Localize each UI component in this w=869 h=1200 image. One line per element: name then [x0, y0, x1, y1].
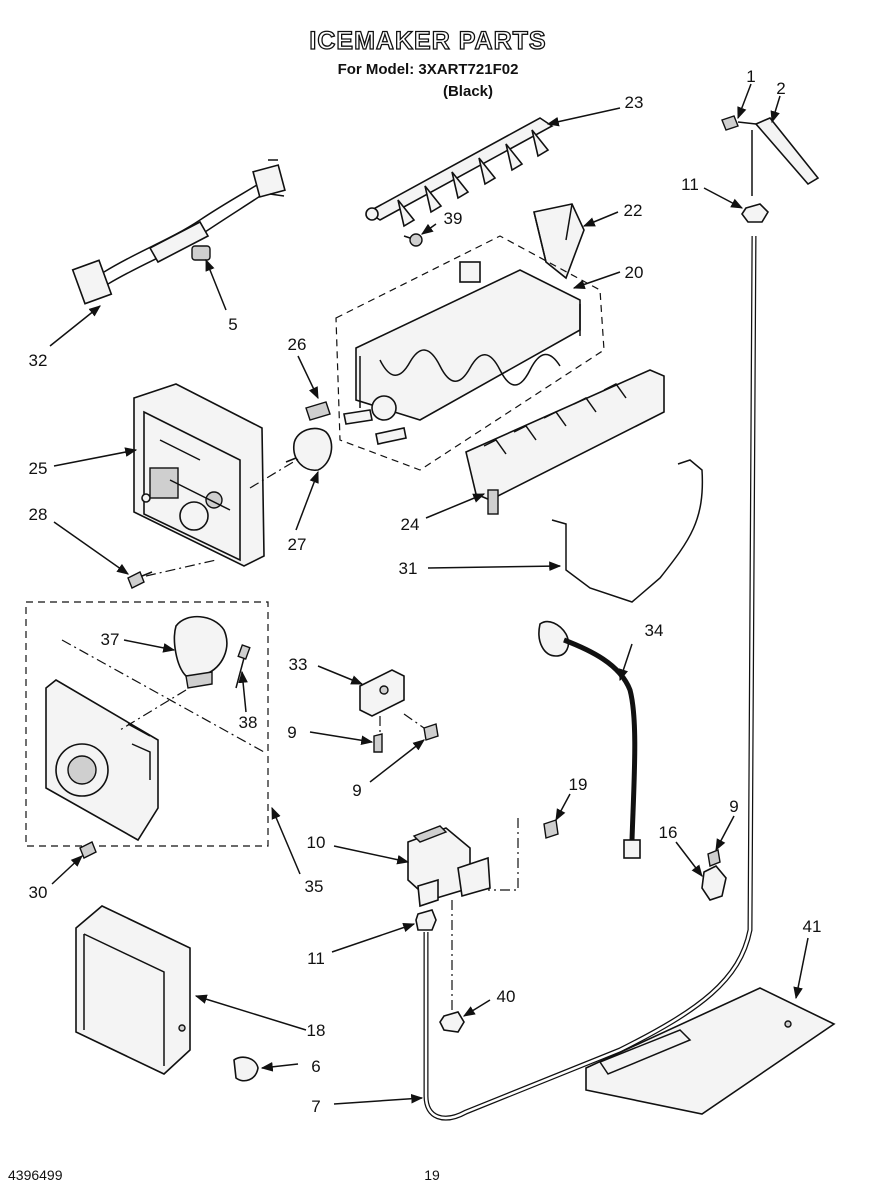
callout-33: 33 — [289, 655, 308, 674]
callout-19: 19 — [569, 775, 588, 794]
screw-part-28 — [127, 571, 153, 589]
callout-1: 1 — [746, 67, 755, 86]
assembly-line-33 — [379, 713, 425, 734]
model-number-line: For Model: 3XART721F02 — [338, 61, 519, 78]
callout-30: 30 — [29, 883, 48, 902]
callout-7: 7 — [311, 1097, 320, 1116]
callout-9-c: 9 — [729, 797, 738, 816]
page-number: 19 — [424, 1167, 440, 1183]
nut-part-40 — [439, 1011, 465, 1033]
module-housing-part-25 — [133, 383, 265, 567]
color-line: (Black) — [443, 83, 493, 100]
callout-23: 23 — [625, 93, 644, 112]
callout-11-upper: 11 — [681, 175, 699, 194]
clamp-part-16 — [701, 865, 727, 901]
callout-5: 5 — [228, 315, 237, 334]
assembly-line-37 — [119, 689, 187, 731]
callout-40: 40 — [497, 987, 516, 1006]
screw-part-39 — [403, 233, 423, 247]
callout-38: 38 — [239, 713, 258, 732]
callout-20: 20 — [625, 263, 644, 282]
screw-part-9-c — [707, 849, 721, 867]
fill-cup-part-22 — [533, 203, 585, 280]
assembly-line-19 — [488, 818, 519, 891]
assembly-line-28 — [145, 559, 217, 577]
page-title: ICEMAKER PARTS — [309, 27, 546, 55]
clip-part-5 — [191, 245, 211, 261]
module-assembly-box-35 — [25, 601, 269, 847]
wire-harness-part-34 — [538, 620, 641, 859]
water-tube-part-7 — [423, 235, 757, 1121]
callout-35: 35 — [305, 877, 324, 896]
callout-16: 16 — [659, 823, 678, 842]
ejector-part-23 — [365, 117, 554, 228]
stripper-part-24 — [465, 369, 665, 515]
callout-28: 28 — [29, 505, 48, 524]
document-number: 4396499 — [8, 1167, 63, 1183]
callout-2: 2 — [776, 79, 785, 98]
shutoff-arm-part-31 — [551, 459, 704, 603]
water-valve-part-10 — [407, 825, 491, 908]
nut-part-11-lower — [415, 909, 437, 931]
mold-heater-part-26 — [305, 401, 331, 421]
thermostat-part-27 — [285, 427, 333, 471]
leader-lines — [49, 83, 809, 1105]
screw-part-1 — [721, 115, 757, 131]
callout-41: 41 — [803, 917, 822, 936]
clamp-part-2 — [751, 117, 820, 196]
module-part-35 — [45, 679, 159, 842]
callout-numbers: 1 2 11 23 22 20 39 5 32 26 25 27 28 24 3… — [29, 67, 822, 1116]
cover-part-41 — [585, 987, 836, 1115]
callout-24: 24 — [401, 515, 420, 534]
mold-part-20 — [335, 235, 605, 471]
callout-18: 18 — [307, 1021, 326, 1040]
callout-25: 25 — [29, 459, 48, 478]
callout-31: 31 — [399, 559, 418, 578]
callout-11-lower: 11 — [307, 949, 325, 968]
assembly-line-35 — [61, 639, 265, 753]
plug-part-6 — [233, 1056, 259, 1082]
screw-part-30 — [79, 841, 97, 859]
bracket-part-33 — [359, 669, 405, 717]
callout-32: 32 — [29, 351, 48, 370]
callout-9-a: 9 — [287, 723, 296, 742]
assembly-line-25-27 — [249, 457, 301, 489]
screw-part-9-b — [423, 723, 439, 741]
callout-6: 6 — [311, 1057, 320, 1076]
callout-26: 26 — [288, 335, 307, 354]
callout-34: 34 — [645, 621, 664, 640]
motor-part-37 — [173, 615, 228, 689]
screw-part-9-a — [373, 733, 383, 753]
callout-27: 27 — [288, 535, 307, 554]
callout-37: 37 — [101, 630, 120, 649]
wire-harness-part-32 — [71, 159, 286, 305]
callout-10: 10 — [307, 833, 326, 852]
callout-9-b: 9 — [352, 781, 361, 800]
screw-part-19 — [543, 819, 559, 839]
nut-part-11-upper — [741, 203, 770, 223]
callout-39: 39 — [444, 209, 463, 228]
cover-part-18 — [75, 905, 191, 1075]
callout-22: 22 — [624, 201, 643, 220]
